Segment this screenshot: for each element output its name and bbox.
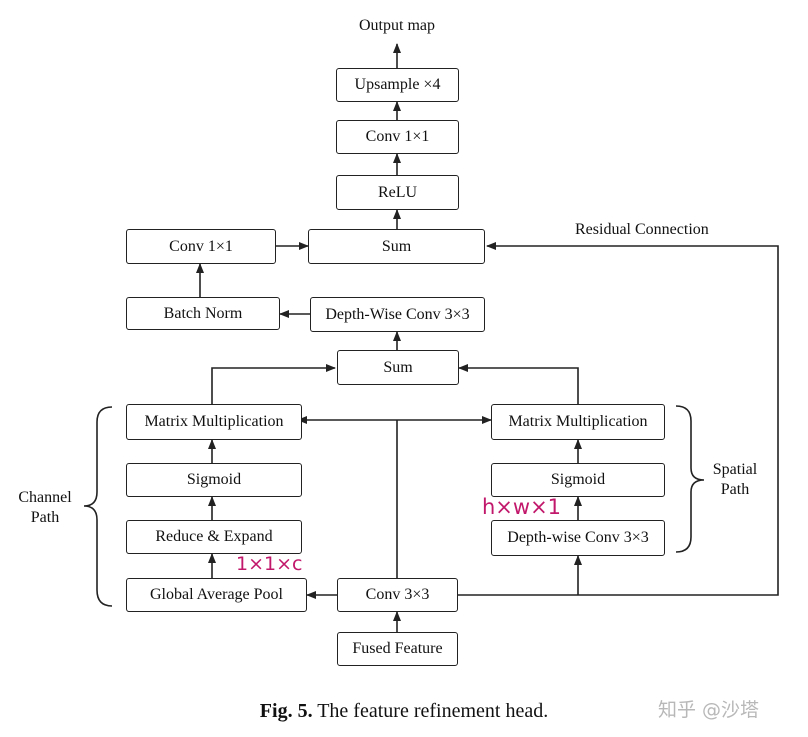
spatial-dims-annotation: h×w×1 — [482, 495, 562, 519]
fused-feature-box: Fused Feature — [337, 632, 458, 666]
conv1x1-top-box: Conv 1×1 — [336, 120, 459, 154]
global-avg-pool-box: Global Average Pool — [126, 578, 307, 612]
channel-path-line1: Channel — [18, 489, 72, 506]
channel-dims-annotation: 1×1×c — [236, 553, 303, 575]
spatial-path-brace — [675, 405, 705, 553]
matmul-right-box: Matrix Multiplication — [491, 404, 665, 440]
depthwise-conv-spatial-box: Depth-wise Conv 3×3 — [491, 520, 665, 556]
conv1x1-left-box: Conv 1×1 — [126, 229, 276, 264]
residual-connection-label: Residual Connection — [575, 221, 709, 238]
sum-top-box: Sum — [308, 229, 485, 264]
conv3x3-box: Conv 3×3 — [337, 578, 458, 612]
arrow-residual-connection — [486, 242, 779, 596]
channel-path-brace — [83, 406, 113, 607]
watermark: 知乎 @沙塔 — [658, 699, 760, 721]
spatial-path-line2: Path — [720, 481, 750, 498]
depthwise-conv-box: Depth-Wise Conv 3×3 — [310, 297, 485, 332]
sum-mid-box: Sum — [337, 350, 459, 385]
upsample-box: Upsample ×4 — [336, 68, 459, 102]
caption-text: The feature refinement head. — [312, 700, 549, 722]
batch-norm-box: Batch Norm — [126, 297, 280, 330]
arrow-matmul-right-to-sum — [458, 364, 579, 404]
relu-box: ReLU — [336, 175, 459, 210]
sigmoid-right-box: Sigmoid — [491, 463, 665, 497]
spatial-path-line1: Spatial — [712, 461, 758, 478]
spatial-path-label: Spatial Path — [705, 460, 765, 500]
figure-caption: Fig. 5. The feature refinement head. — [0, 700, 808, 723]
arrow-matmul-left-to-sum — [211, 364, 336, 404]
caption-fig-label: Fig. 5. — [259, 700, 313, 722]
channel-path-line2: Path — [30, 509, 60, 526]
output-map-label: Output map — [359, 17, 435, 34]
channel-path-label: Channel Path — [10, 488, 80, 528]
sigmoid-left-box: Sigmoid — [126, 463, 302, 497]
reduce-expand-box: Reduce & Expand — [126, 520, 302, 554]
matmul-left-box: Matrix Multiplication — [126, 404, 302, 440]
